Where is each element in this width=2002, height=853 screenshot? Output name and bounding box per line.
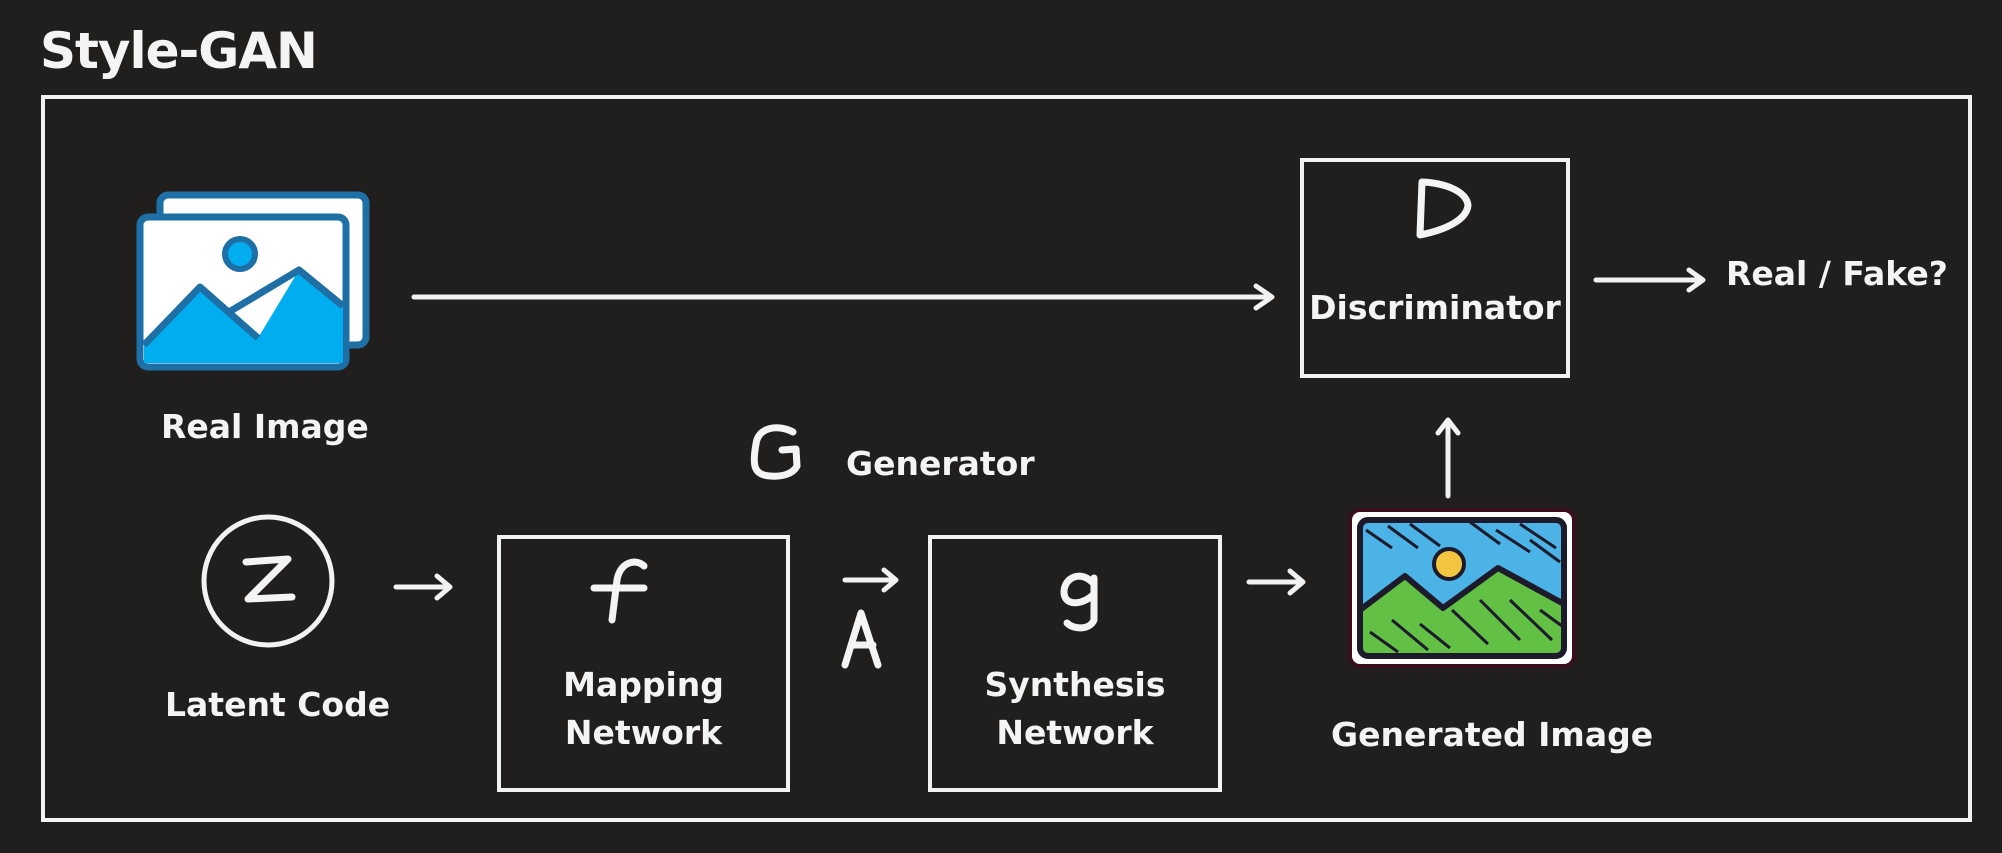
- synthesis-network-label-line1: Synthesis: [984, 665, 1166, 704]
- generated-to-discriminator-arrow: [1435, 417, 1461, 499]
- discriminator-box: Discriminator: [1300, 158, 1570, 378]
- discriminator-symbol-d: [1416, 178, 1472, 239]
- mapping-network-box: Mapping Network: [497, 535, 790, 792]
- mapping-network-label-line1: Mapping: [563, 665, 724, 704]
- real-image-label: Real Image: [161, 407, 369, 446]
- style-vector-a: [841, 567, 899, 669]
- discriminator-label: Discriminator: [1309, 288, 1561, 327]
- generated-image-label: Generated Image: [1331, 715, 1654, 754]
- generator-symbol-g: [750, 424, 801, 480]
- photo-stack-icon: [136, 191, 370, 371]
- real-to-discriminator-arrow: [411, 283, 1275, 311]
- synthesis-network-box: Synthesis Network: [928, 535, 1222, 792]
- mapping-symbol-f: [590, 558, 648, 624]
- sketched-landscape-picture-icon: [1348, 508, 1576, 668]
- synthesis-to-generated-arrow: [1246, 568, 1306, 596]
- latent-to-mapping-arrow: [393, 573, 453, 601]
- output-label: Real / Fake?: [1726, 254, 1948, 293]
- latent-code-symbol-z: [242, 555, 296, 603]
- synthesis-symbol-g: [1060, 572, 1098, 632]
- diagram-frame: [41, 95, 1972, 822]
- latent-code-label: Latent Code: [165, 685, 391, 724]
- synthesis-network-label-line2: Network: [996, 713, 1154, 752]
- mapping-network-label-line2: Network: [564, 713, 723, 752]
- diagram-title: Style-GAN: [40, 22, 318, 80]
- discriminator-to-output-arrow: [1593, 267, 1706, 293]
- latent-code-node: [201, 514, 335, 648]
- generator-label: Generator: [846, 444, 1035, 483]
